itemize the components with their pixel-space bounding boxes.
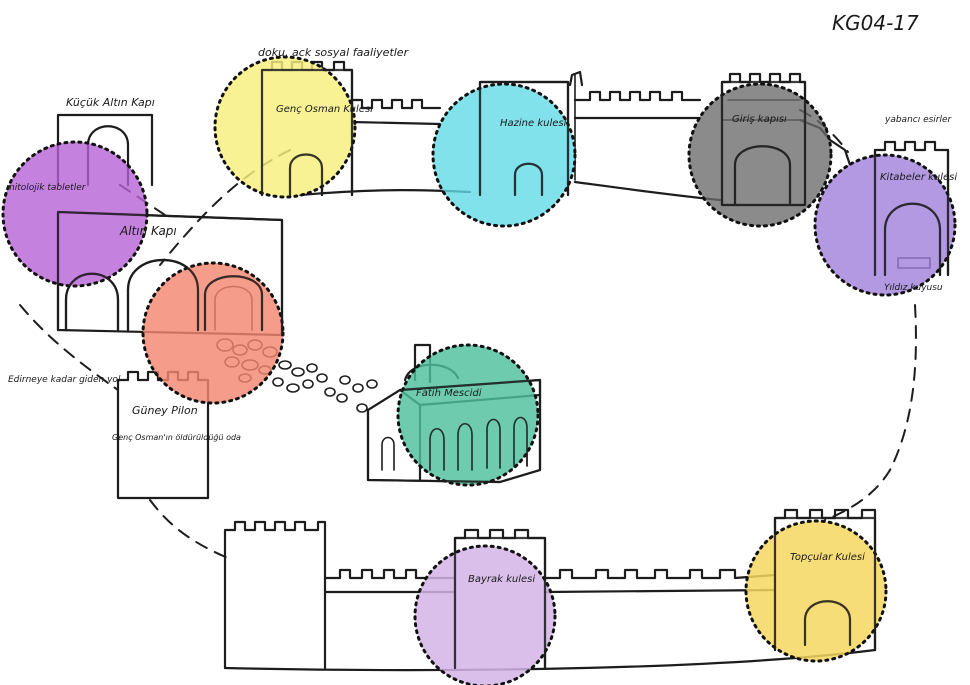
label-yabanci-esirler: yabancı esirler bbox=[884, 115, 953, 125]
spot-altin-kapi[interactable] bbox=[143, 263, 283, 403]
label-hazine-kulesi: Hazine kulesi bbox=[500, 118, 567, 129]
label-edirneye: Edirneye kadar giden yol bbox=[8, 375, 121, 385]
sheet-code: KG04-17 bbox=[832, 11, 919, 35]
label-guney-pilon: Güney Pilon bbox=[132, 404, 198, 417]
label-kucuk-altin-kapi: Küçük Altın Kapı bbox=[66, 96, 155, 109]
label-bayrak-kulesi: Bayrak kulesi bbox=[468, 574, 535, 585]
label-kitabeler-kulesi: Kitabeler kulesi bbox=[880, 172, 957, 183]
label-fatih-mescidi: Fatih Mescidi bbox=[416, 388, 482, 399]
spot-fatih[interactable] bbox=[398, 345, 538, 485]
label-genc-osman-odasi: Genç Osman'ın öldürüldüğü oda bbox=[112, 433, 241, 442]
label-yildiz-kuyusu: Yıldız kuyusu bbox=[884, 283, 943, 293]
label-topcular-kulesi: Topçular Kulesi bbox=[790, 552, 865, 563]
label-genc-osman-kulesi: Genç Osman Kulesi bbox=[276, 104, 373, 115]
spot-bayrak[interactable] bbox=[415, 546, 555, 685]
label-giris-kapisi: Giriş kapısı bbox=[732, 114, 787, 125]
spot-topcular[interactable] bbox=[746, 521, 886, 661]
label-doku-ack: doku, ack sosyal faaliyetler bbox=[258, 46, 410, 59]
label-mitolojik-tabletler: mitolojik tabletler bbox=[6, 183, 87, 193]
spot-genc-osman[interactable] bbox=[215, 57, 355, 197]
spot-hazine[interactable] bbox=[433, 84, 575, 226]
label-altin-kapi: Altın Kapı bbox=[119, 224, 177, 238]
